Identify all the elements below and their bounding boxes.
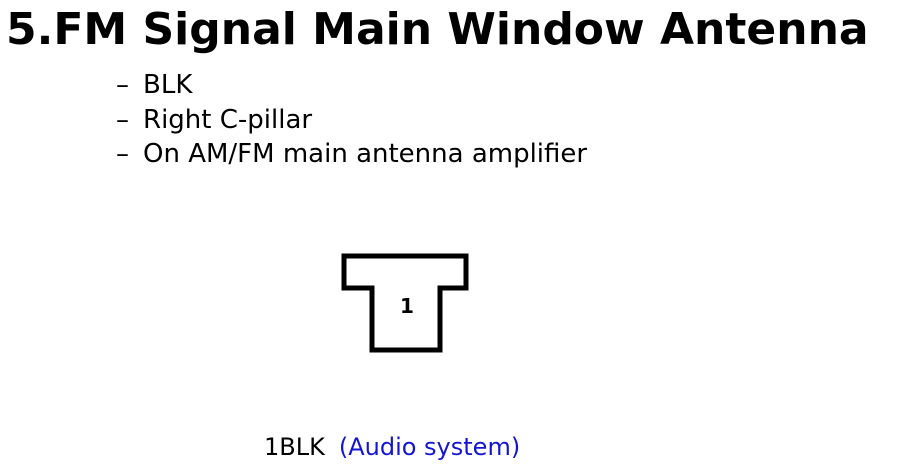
list-dash: – xyxy=(116,139,129,169)
details-item-text: On AM/FM main antenna amplifier xyxy=(143,139,588,169)
connector-details-list: –BLK –Right C-pillar –On AM/FM main ante… xyxy=(116,68,587,172)
connector-pin-label: 1 xyxy=(400,294,414,318)
connector-outline xyxy=(341,253,469,353)
list-dash: – xyxy=(116,104,129,135)
details-item-text: Right C-pillar xyxy=(143,104,313,135)
wire-caption: 1BLK (Audio system) xyxy=(264,430,520,464)
details-item-color: –BLK xyxy=(116,68,587,103)
wire-code: 1BLK xyxy=(264,433,325,461)
details-item-text: BLK xyxy=(143,70,193,100)
audio-system-link[interactable]: (Audio system) xyxy=(338,433,521,461)
details-item-location: –Right C-pillar xyxy=(116,103,587,138)
list-dash: – xyxy=(116,70,129,100)
details-item-component: –On AM/FM main antenna amplifier xyxy=(116,137,587,172)
connector-face-diagram: 1 xyxy=(341,253,469,353)
page-title: 5.FM Signal Main Window Antenna xyxy=(6,4,869,55)
